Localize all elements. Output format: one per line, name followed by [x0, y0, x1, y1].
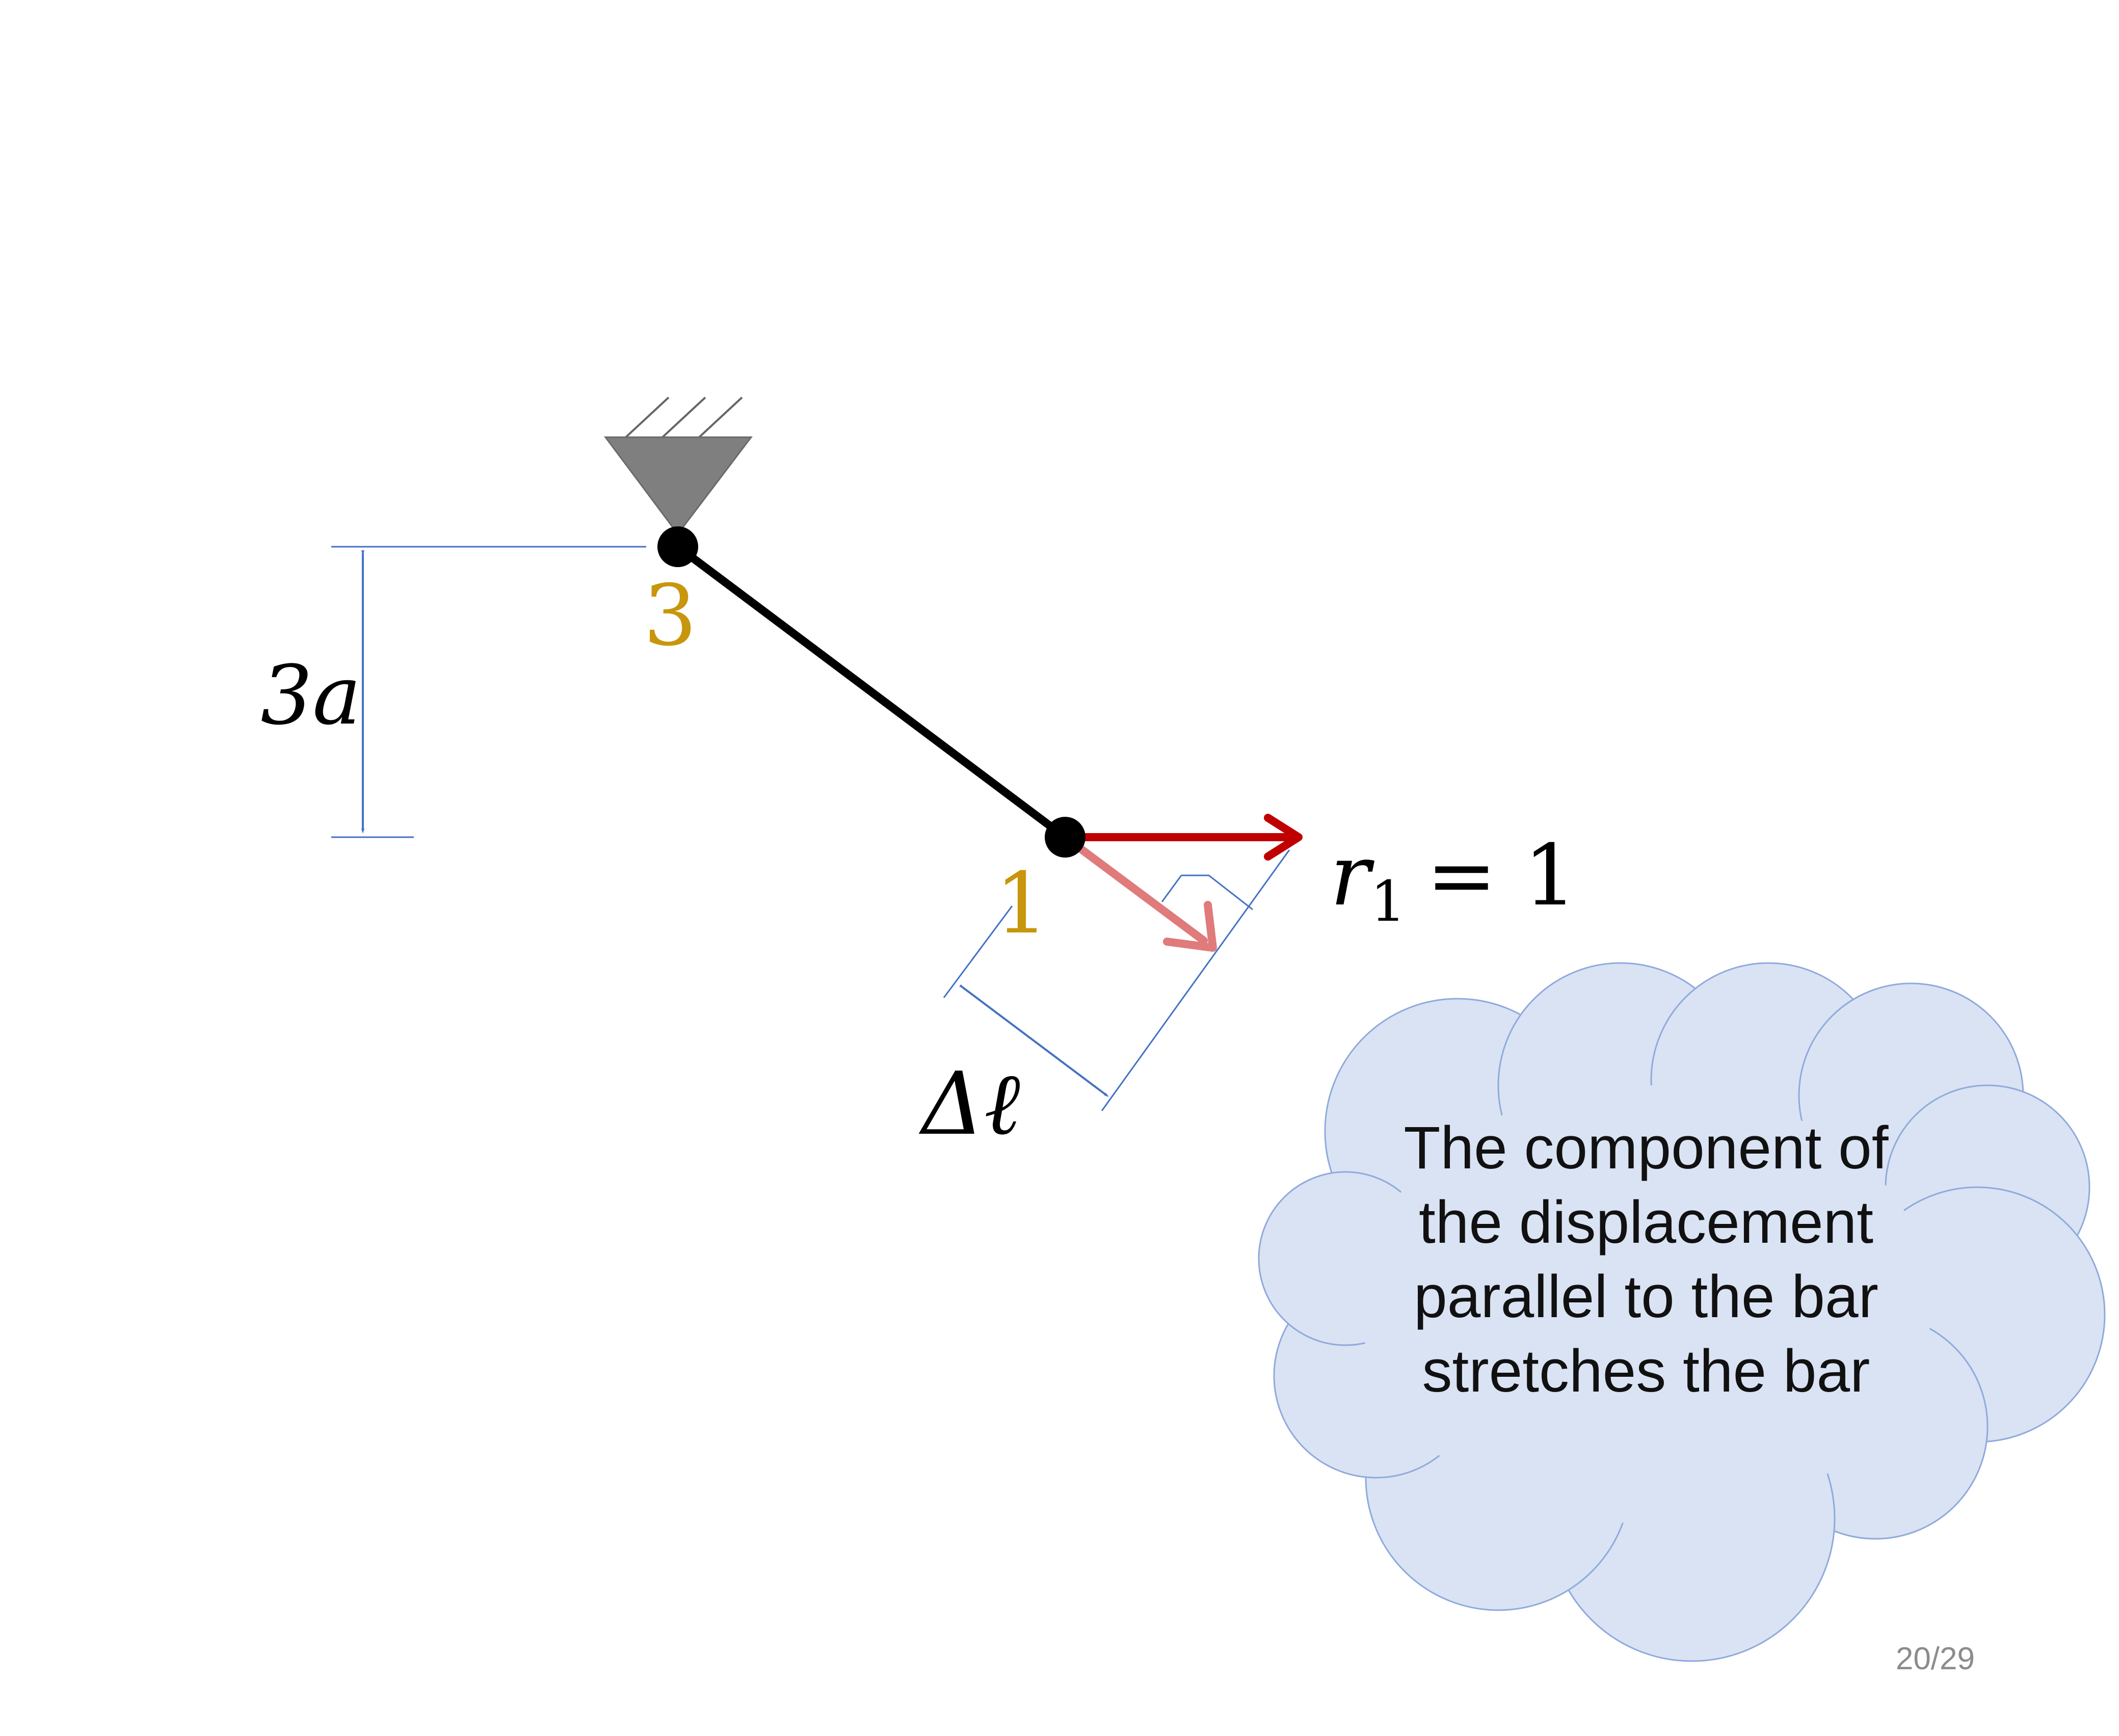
elongation-dimension-line [959, 984, 1109, 1097]
support-hatch [698, 396, 743, 438]
force-label-symbol: r [1330, 826, 1375, 924]
force-label: r1 = 1 [1330, 826, 1577, 934]
height-dimension-label: 3a [260, 648, 361, 743]
height-dimension [331, 546, 646, 838]
callout-line: The component of [1403, 1114, 1889, 1182]
force-label-subscript: 1 [1370, 869, 1406, 934]
elongation-dimension [943, 849, 1290, 1111]
force-arrow [1061, 814, 1303, 861]
node-top-label: 3 [644, 567, 697, 664]
pin-support [604, 396, 753, 536]
thought-cloud [1258, 962, 2106, 1662]
bar [674, 543, 1069, 841]
callout-line: stretches the bar [1422, 1338, 1870, 1405]
page-number: 20/29 [1895, 1641, 1975, 1676]
elongation-extension-left [943, 905, 1013, 998]
force-arrow-head [1264, 814, 1303, 861]
right-angle-marker-edge [1161, 875, 1182, 902]
callout-line: parallel to the bar [1414, 1263, 1878, 1330]
force-label-value: = 1 [1426, 826, 1577, 924]
node-1 [1045, 817, 1085, 858]
elongation-extension-right [1101, 849, 1290, 1111]
support-hatch [661, 396, 706, 438]
elongation-label: Δℓ [918, 1054, 1020, 1155]
node-bottom-label: 1 [995, 854, 1049, 952]
node-3 [657, 526, 698, 567]
callout-line: the displacement [1418, 1189, 1874, 1256]
displacement-arrow [1061, 833, 1217, 952]
support-hatch [625, 396, 670, 438]
displacement-arrow-head [1163, 901, 1217, 952]
right-angle-marker [1181, 874, 1253, 911]
support-triangle [604, 436, 753, 536]
callout-text: The component of the displacement parall… [1345, 1111, 1947, 1408]
displacement-arrow-shaft [1061, 833, 1208, 945]
